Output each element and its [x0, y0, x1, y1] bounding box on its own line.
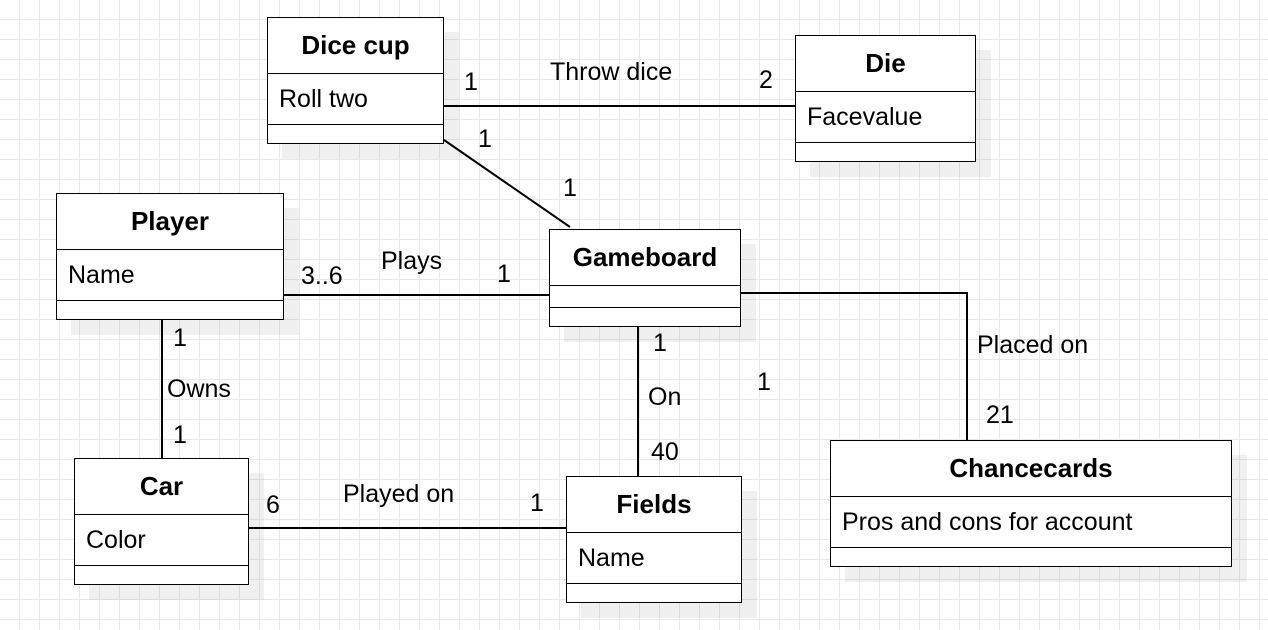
owns-label: Owns [167, 375, 231, 403]
played-on-mult-car: 6 [266, 491, 280, 519]
owns-mult-car: 1 [173, 421, 187, 449]
class-car-attribute: Color [75, 515, 248, 566]
class-car[interactable]: Car Color [74, 458, 249, 585]
class-player-operations [57, 301, 283, 319]
placed-on-mult-gameboard: 1 [757, 368, 771, 396]
class-chancecards[interactable]: Chancecards Pros and cons for account [830, 440, 1232, 567]
class-gameboard-operations [550, 308, 740, 325]
class-die-operations [796, 143, 975, 161]
class-player-attribute: Name [57, 250, 283, 301]
class-gameboard[interactable]: Gameboard [549, 229, 741, 327]
dicecup-gameboard-mult-gameboard: 1 [563, 174, 577, 202]
class-die-attribute: Facevalue [796, 92, 975, 143]
class-chancecards-attribute: Pros and cons for account [831, 497, 1231, 548]
throw-dice-mult-die: 2 [759, 66, 773, 94]
played-on-mult-fields: 1 [530, 489, 544, 517]
class-player-name: Player [57, 194, 283, 250]
placed-on-mult-chancecards: 21 [986, 401, 1014, 429]
class-dice-cup-operations [268, 125, 443, 143]
class-dice-cup[interactable]: Dice cup Roll two [267, 17, 444, 144]
class-player[interactable]: Player Name [56, 193, 284, 320]
plays-mult-gameboard: 1 [497, 260, 511, 288]
dicecup-gameboard-line[interactable] [443, 139, 571, 228]
placed-on-line[interactable] [741, 292, 968, 440]
class-fields-operations [567, 584, 741, 602]
class-die-name: Die [796, 36, 975, 92]
plays-label: Plays [381, 247, 443, 275]
class-car-name: Car [75, 459, 248, 515]
class-fields[interactable]: Fields Name [566, 476, 742, 603]
owns-mult-player: 1 [173, 324, 187, 352]
class-fields-attribute: Name [567, 533, 741, 584]
class-dice-cup-attribute: Roll two [268, 74, 443, 125]
class-fields-name: Fields [567, 477, 741, 533]
throw-dice-label: Throw dice [550, 58, 673, 86]
class-chancecards-operations [831, 548, 1231, 566]
placed-on-label: Placed on [977, 331, 1089, 359]
throw-dice-mult-dicecup: 1 [464, 68, 478, 96]
class-dice-cup-name: Dice cup [268, 18, 443, 74]
class-die[interactable]: Die Facevalue [795, 35, 976, 162]
class-gameboard-attribute [550, 286, 740, 308]
plays-mult-player: 3..6 [301, 262, 343, 290]
on-label: On [648, 383, 682, 411]
on-mult-fields: 40 [651, 438, 679, 466]
class-car-operations [75, 566, 248, 584]
on-mult-gameboard: 1 [653, 329, 667, 357]
dicecup-gameboard-mult-dicecup: 1 [478, 125, 492, 153]
class-gameboard-name: Gameboard [550, 230, 740, 286]
class-chancecards-name: Chancecards [831, 441, 1231, 497]
played-on-label: Played on [343, 480, 455, 508]
